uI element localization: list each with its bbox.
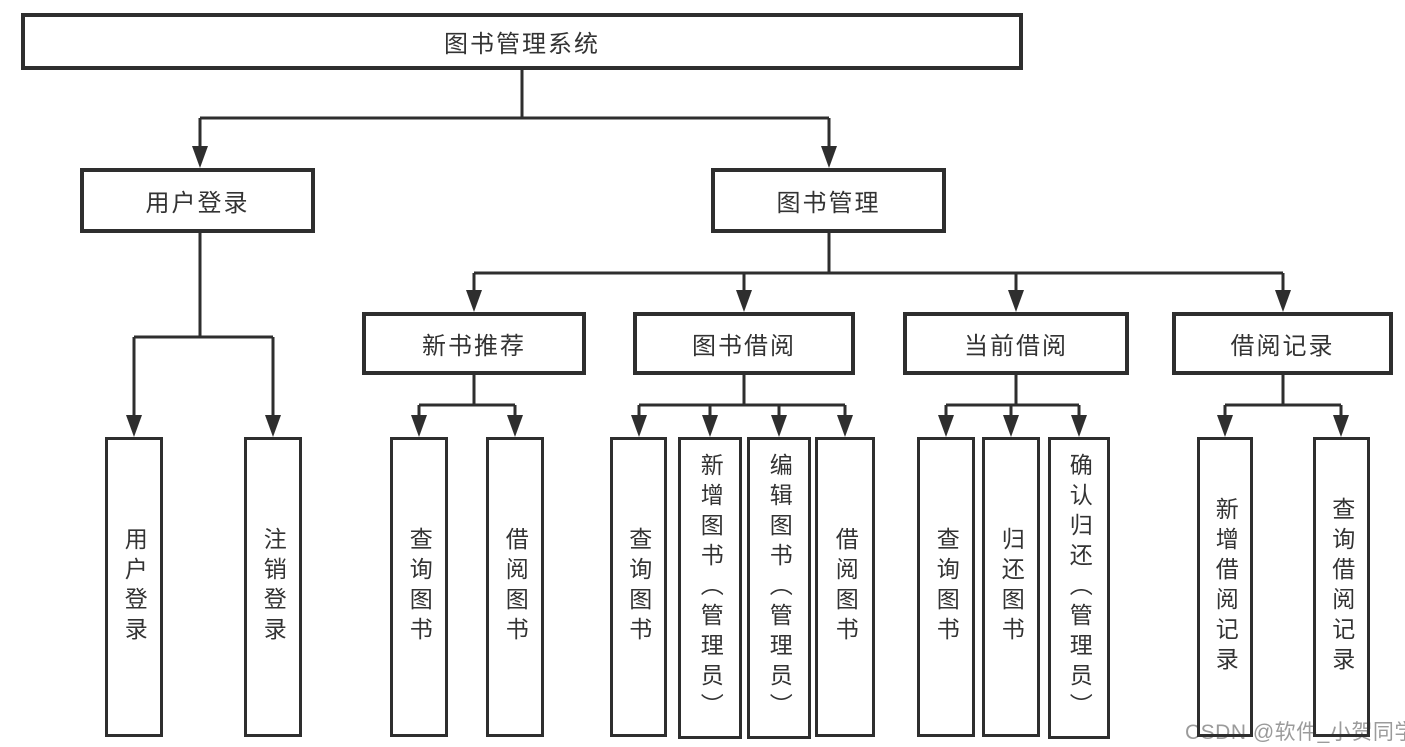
node-label: 新书推荐	[422, 333, 526, 360]
node-user-login-leaf: 用户登录	[105, 437, 163, 737]
node-confirm-return-admin: 确认归还（管理员）	[1048, 437, 1110, 739]
node-current-borrowing: 当前借阅	[903, 312, 1129, 375]
node-label: 查询图书	[406, 527, 433, 647]
node-label: 图书管理系统	[444, 31, 600, 58]
node-user-login: 用户登录	[80, 168, 315, 233]
node-add-borrow-record: 新增借阅记录	[1197, 437, 1253, 737]
node-label: 图书借阅	[692, 333, 796, 360]
node-new-book-recommendation: 新书推荐	[362, 312, 586, 375]
node-label: 用户登录	[121, 527, 148, 647]
node-book-management: 图书管理	[711, 168, 946, 233]
node-label: 借阅记录	[1230, 333, 1335, 360]
node-library-system-root: 图书管理系统	[21, 13, 1023, 70]
node-label: 查询图书	[625, 527, 652, 647]
node-query-books-under-borrowing: 查询图书	[610, 437, 667, 737]
node-label: 当前借阅	[964, 333, 1068, 360]
node-label: 新增图书（管理员）	[697, 453, 724, 723]
node-borrowing-records: 借阅记录	[1172, 312, 1393, 375]
node-edit-book-admin: 编辑图书（管理员）	[747, 437, 811, 739]
node-query-borrow-record: 查询借阅记录	[1313, 437, 1370, 737]
node-query-books-under-recommendation: 查询图书	[390, 437, 448, 737]
node-label: 归还图书	[998, 527, 1025, 647]
node-label: 确认归还（管理员）	[1066, 453, 1093, 723]
node-label: 注销登录	[260, 527, 287, 647]
node-label: 新增借阅记录	[1212, 497, 1239, 677]
node-book-borrowing: 图书借阅	[633, 312, 855, 375]
node-label: 用户登录	[145, 190, 250, 217]
node-borrow-books-under-recommendation: 借阅图书	[486, 437, 544, 737]
node-label: 查询图书	[933, 527, 960, 647]
node-label: 编辑图书（管理员）	[766, 453, 793, 723]
node-label: 借阅图书	[832, 527, 859, 647]
node-borrow-books-under-borrowing: 借阅图书	[815, 437, 875, 737]
node-return-books: 归还图书	[982, 437, 1040, 737]
node-label: 查询借阅记录	[1328, 497, 1355, 677]
node-label: 借阅图书	[502, 527, 529, 647]
node-query-books-under-current: 查询图书	[917, 437, 975, 737]
node-logout-leaf: 注销登录	[244, 437, 302, 737]
watermark-text: CSDN @软件_小贺同学	[1185, 721, 1405, 744]
node-add-book-admin: 新增图书（管理员）	[678, 437, 742, 739]
node-label: 图书管理	[776, 190, 881, 217]
